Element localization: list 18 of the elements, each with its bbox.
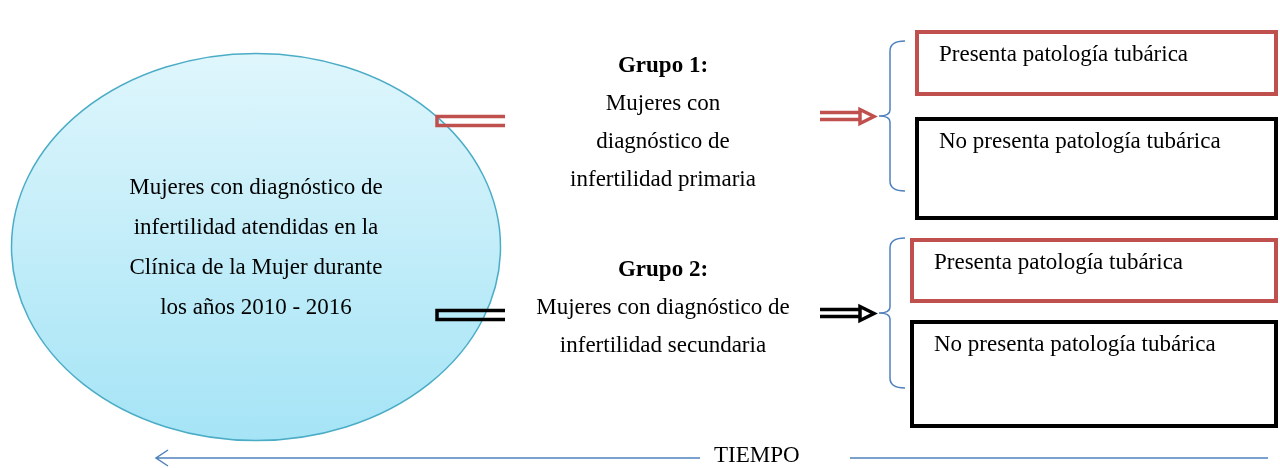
double-arrow	[818, 304, 876, 323]
group-description: Mujeres con diagnóstico de infertilidad secundaria	[535, 293, 791, 359]
group-heading: Grupo 1:	[617, 51, 709, 79]
outcome-box	[910, 238, 1278, 303]
ellipse-text: Mujeres con diagnóstico de infertilidad atendidas en la Clínica de la Mujer durante los años 2010 - 2016	[128, 173, 384, 321]
double-arrow	[818, 107, 876, 126]
outcome-box	[910, 320, 1278, 428]
double-line-connector	[435, 114, 505, 128]
group-description: Mujeres con diagnóstico de infertilidad primaria	[569, 89, 757, 193]
outcome-box	[915, 117, 1278, 220]
axis-label: TIEMPO	[714, 441, 800, 468]
ellipse-shape	[10, 52, 502, 442]
outcome-text: No presenta patología tubárica	[939, 127, 1222, 155]
group-heading: Grupo 2:	[617, 255, 709, 283]
outcome-text: Presenta patología tubárica	[939, 40, 1190, 68]
outcome-text: Presenta patología tubárica	[934, 248, 1185, 276]
outcome-box	[915, 30, 1278, 96]
outcome-text: No presenta patología tubárica	[934, 330, 1217, 358]
